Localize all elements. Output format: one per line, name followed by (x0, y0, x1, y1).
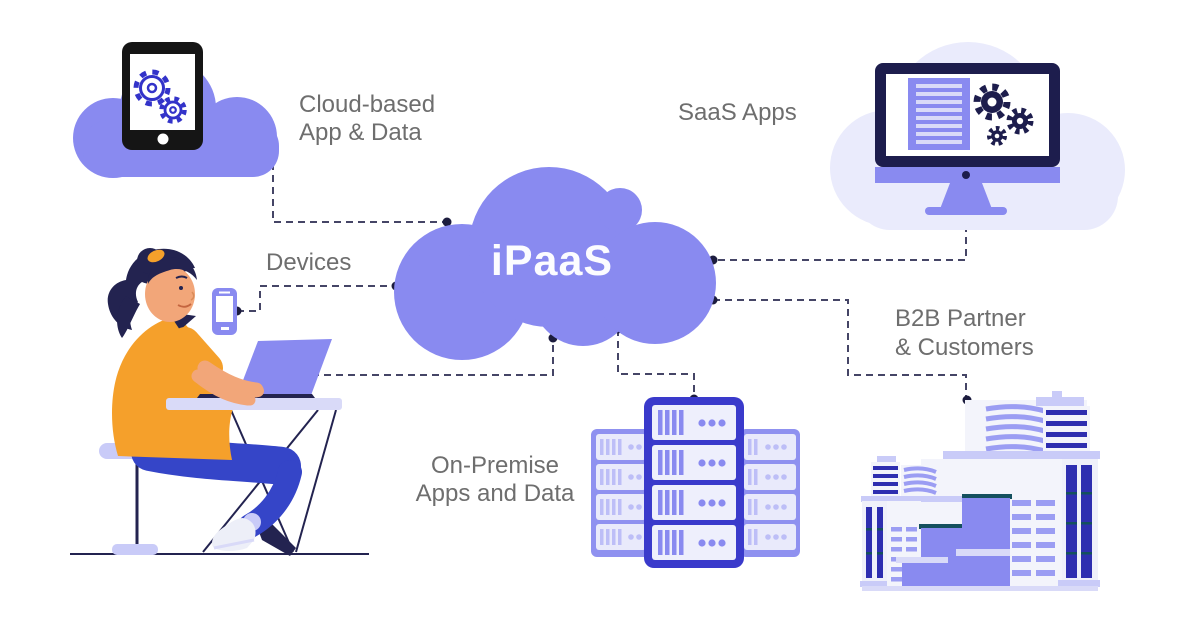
server-rack-center (644, 397, 744, 568)
gears-icon (973, 83, 1034, 146)
connector-ipaas-b2b (713, 299, 967, 400)
server-rack-right (740, 429, 800, 557)
smartphone-icon (212, 288, 237, 335)
server-rack-illustration (591, 397, 800, 568)
connector-ipaas-servers (617, 329, 695, 399)
label-devices: Devices (266, 249, 352, 276)
label-on-premise: On-Premise Apps and Data (405, 452, 585, 508)
connector-laptop-ipaas (312, 338, 554, 376)
buildings-illustration (860, 391, 1100, 591)
label-b2b-partner-customers: B2B Partner & Customers (895, 304, 1034, 362)
label-line: Cloud-based (299, 91, 436, 118)
connector-phone-ipaas (237, 285, 396, 312)
document-icon (908, 78, 970, 150)
ipaas-cloud (394, 167, 716, 360)
label-line: B2B Partner (895, 305, 1026, 332)
ipaas-hub-label: iPaaS (490, 237, 614, 285)
label-saas-apps: SaaS Apps (678, 99, 797, 126)
monitor-illustration (875, 63, 1060, 215)
label-cloud-based-app-data: Cloud-based App & Data (299, 91, 435, 147)
tablet-gears-icon (122, 42, 203, 150)
head (107, 248, 197, 338)
desk-top (166, 398, 342, 410)
label-line: App & Data (299, 119, 422, 146)
label-line: & Customers (895, 334, 1034, 361)
label-line: Apps and Data (415, 480, 575, 507)
label-line: On-Premise (430, 452, 560, 479)
connector-cloudapp-ipaas (272, 151, 447, 223)
person-laptop-illustration (70, 248, 369, 556)
server-rack-left (591, 429, 651, 557)
